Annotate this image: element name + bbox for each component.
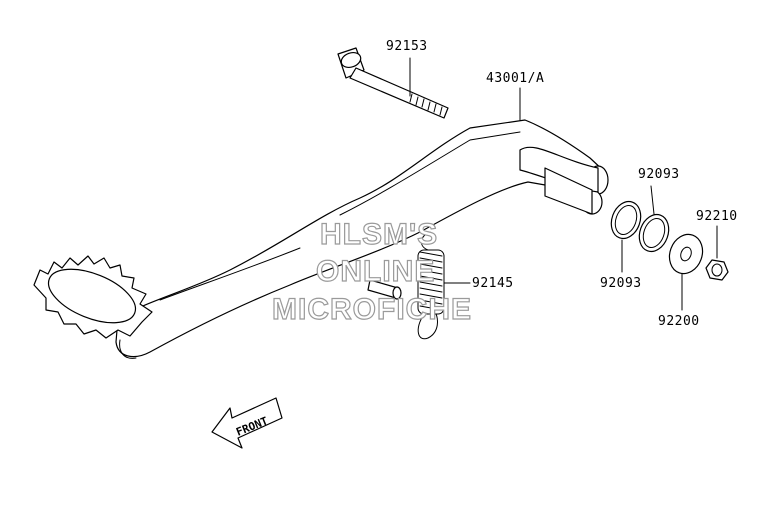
part-number-o-ring-upper: 92093 <box>638 167 680 182</box>
watermark-line-2: ONLINE <box>316 255 435 288</box>
pivot-bolt[interactable] <box>337 47 449 119</box>
part-number-nut: 92210 <box>696 209 738 224</box>
part-number-pedal: 43001/A <box>486 71 544 86</box>
watermark-line-3: MICROFICHE <box>272 293 472 326</box>
return-spring[interactable] <box>417 231 445 340</box>
watermark-line-1: HLSM'S <box>320 218 438 251</box>
o-ring-upper[interactable] <box>634 210 673 255</box>
part-number-o-ring-lower: 92093 <box>600 276 642 291</box>
part-number-spring: 92145 <box>472 276 514 291</box>
part-number-washer: 92200 <box>658 314 700 329</box>
o-ring-lower[interactable] <box>606 197 645 242</box>
nut[interactable] <box>705 259 729 281</box>
part-number-bolt: 92153 <box>386 39 428 54</box>
brake-pedal[interactable] <box>115 119 609 358</box>
pedal-footstep <box>33 255 153 359</box>
washer[interactable] <box>664 230 708 279</box>
leader-o-ring-upper <box>650 185 655 215</box>
front-arrow-icon: FRONT <box>211 397 283 449</box>
spring-pin <box>367 279 402 300</box>
